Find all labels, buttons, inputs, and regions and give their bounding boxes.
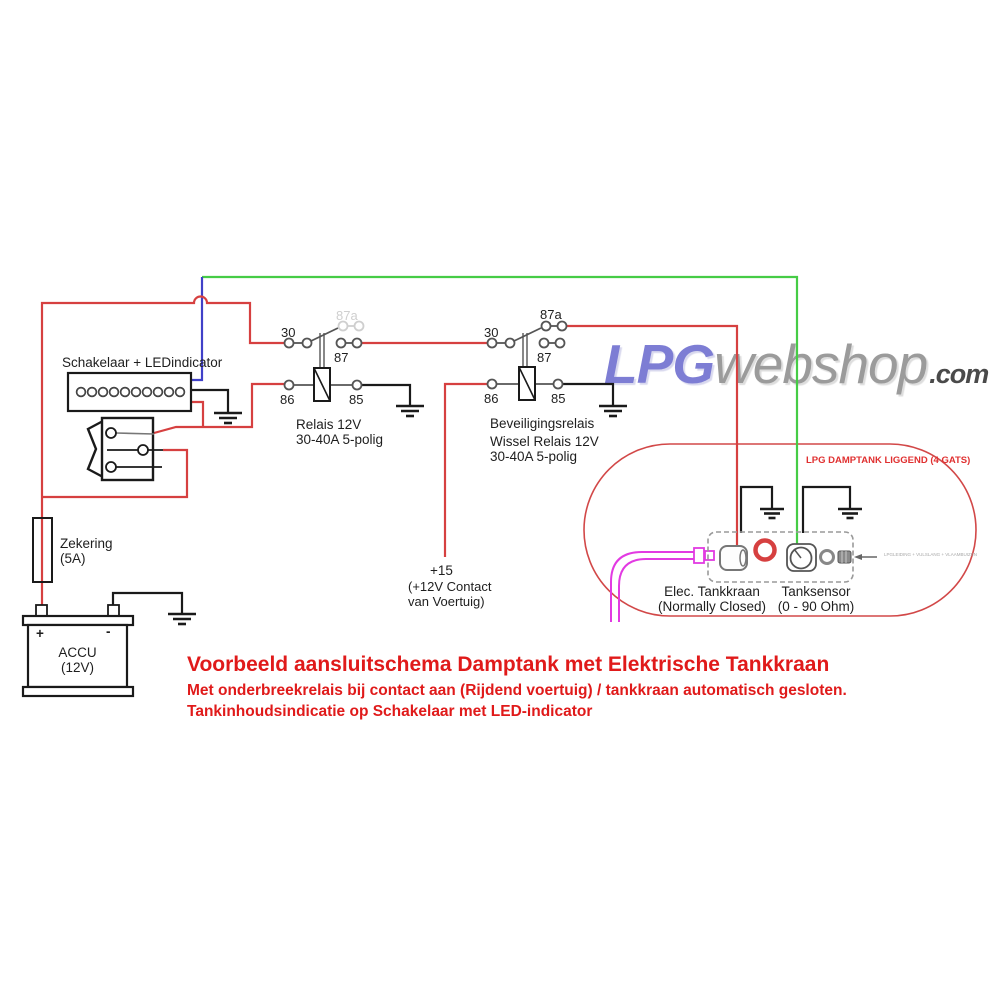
tank-internals <box>610 531 877 622</box>
relay2-symbol <box>486 320 568 401</box>
relay2-pin87a-label: 87a <box>540 307 562 322</box>
ignition-label: (+12V Contact van Voertuig) <box>408 579 492 609</box>
spare-ring <box>819 549 835 565</box>
lpgwebshop-logo: LPG webshop .com <box>604 332 989 396</box>
valve-label-line1: Elec. Tankkraan <box>664 584 760 599</box>
relay2-pin86-label: 86 <box>484 391 499 406</box>
ground-icon <box>838 507 862 520</box>
logo-webshop: webshop <box>714 333 928 395</box>
relay1-pin86-label: 86 <box>280 392 295 407</box>
tank-valve <box>719 545 748 571</box>
title-line1: Voorbeeld aansluitschema Damptank met El… <box>187 653 830 676</box>
battery-label-line1: ACCU <box>58 645 97 660</box>
valve-label: Elec. Tankkraan (Normally Closed) <box>652 584 772 614</box>
led-panel <box>66 371 193 413</box>
logo-com: .com <box>929 359 989 389</box>
relay1-pin30-label: 30 <box>281 325 296 340</box>
battery-minus-label: - <box>106 624 111 639</box>
plug-fitting <box>837 550 852 564</box>
red-wires <box>40 295 739 606</box>
relay2-pin87-label: 87 <box>537 350 552 365</box>
relay1-name-line2: 30-40A 5-polig <box>296 432 384 448</box>
relay1-pin87-label: 87 <box>334 350 349 365</box>
title-line2: Met onderbreekrelais bij contact aan (Ri… <box>187 682 847 699</box>
ground-icon <box>599 404 627 418</box>
plus15-label: +15 <box>430 563 453 578</box>
battery-label-line2: (12V) <box>60 660 94 676</box>
ground-wires <box>111 382 852 613</box>
relay1-name: Relais 12V 30-40A 5-polig <box>296 417 383 447</box>
relay1-pin85-label: 85 <box>349 392 364 407</box>
tank-sensor <box>786 543 817 572</box>
green-wire <box>202 275 799 546</box>
lpg-tank-outline <box>583 443 977 617</box>
ignition-label-line2: van Voertuig) <box>408 593 485 609</box>
battery-symbol <box>21 604 135 698</box>
relay2-pin30-label: 30 <box>484 325 499 340</box>
relay2-name-line3: 30-40A 5-polig <box>490 449 578 465</box>
ring-seal <box>753 538 777 562</box>
sensor-label: Tanksensor (0 - 90 Ohm) <box>772 584 860 614</box>
relay2-pin85-label: 85 <box>551 391 566 406</box>
blue-wire <box>191 277 204 382</box>
battery-label: ACCU (12V) <box>50 645 105 675</box>
ground-icon <box>168 612 196 626</box>
relay2-name-line1: Beveiligingsrelais <box>490 416 595 431</box>
ground-icon <box>760 507 784 520</box>
tank-note: LPGLEIDING + VULSLANG + VLAAMBUIZEN <box>884 552 978 557</box>
arrow-left-icon <box>854 554 877 560</box>
logo-lpg: LPG <box>604 333 715 395</box>
sensor-label-line1: Tanksensor <box>781 584 851 599</box>
relay1-symbol <box>283 320 365 402</box>
relay1-name-line1: Relais 12V <box>296 417 362 432</box>
valve-label-line2: (Normally Closed) <box>657 599 767 615</box>
magenta-wires <box>610 551 694 622</box>
tank-plate <box>707 531 854 583</box>
tank-title: LPG DAMPTANK LIGGEND (4 GATS) <box>806 455 971 466</box>
relay2-name-line2: Wissel Relais 12V <box>490 434 599 450</box>
fuse-symbol <box>32 517 53 583</box>
ignition-label-line1: (+12V Contact <box>408 579 492 594</box>
sensor-label-line2: (0 - 90 Ohm) <box>777 599 855 615</box>
ground-symbols <box>168 404 862 626</box>
ground-icon <box>214 411 242 425</box>
title-line3: Tankinhoudsindicatie op Schakelaar met L… <box>187 703 593 720</box>
battery-plus-label: + <box>36 626 44 641</box>
fuse-label-line2: (5A) <box>60 551 86 567</box>
led-indicators <box>75 386 186 398</box>
fuse-label: Zekering (5A) <box>60 536 113 566</box>
rocker-switch <box>86 416 163 482</box>
relay1-pin87a-label: 87a <box>336 308 358 323</box>
relay2-name: Beveiligingsrelais Wissel Relais 12V 30-… <box>490 416 599 464</box>
title-block: Voorbeeld aansluitschema Damptank met El… <box>187 653 847 721</box>
led-panel-label: Schakelaar + LEDindicator <box>62 355 223 370</box>
ground-icon <box>396 404 424 418</box>
fuse-label-line1: Zekering <box>60 536 113 551</box>
